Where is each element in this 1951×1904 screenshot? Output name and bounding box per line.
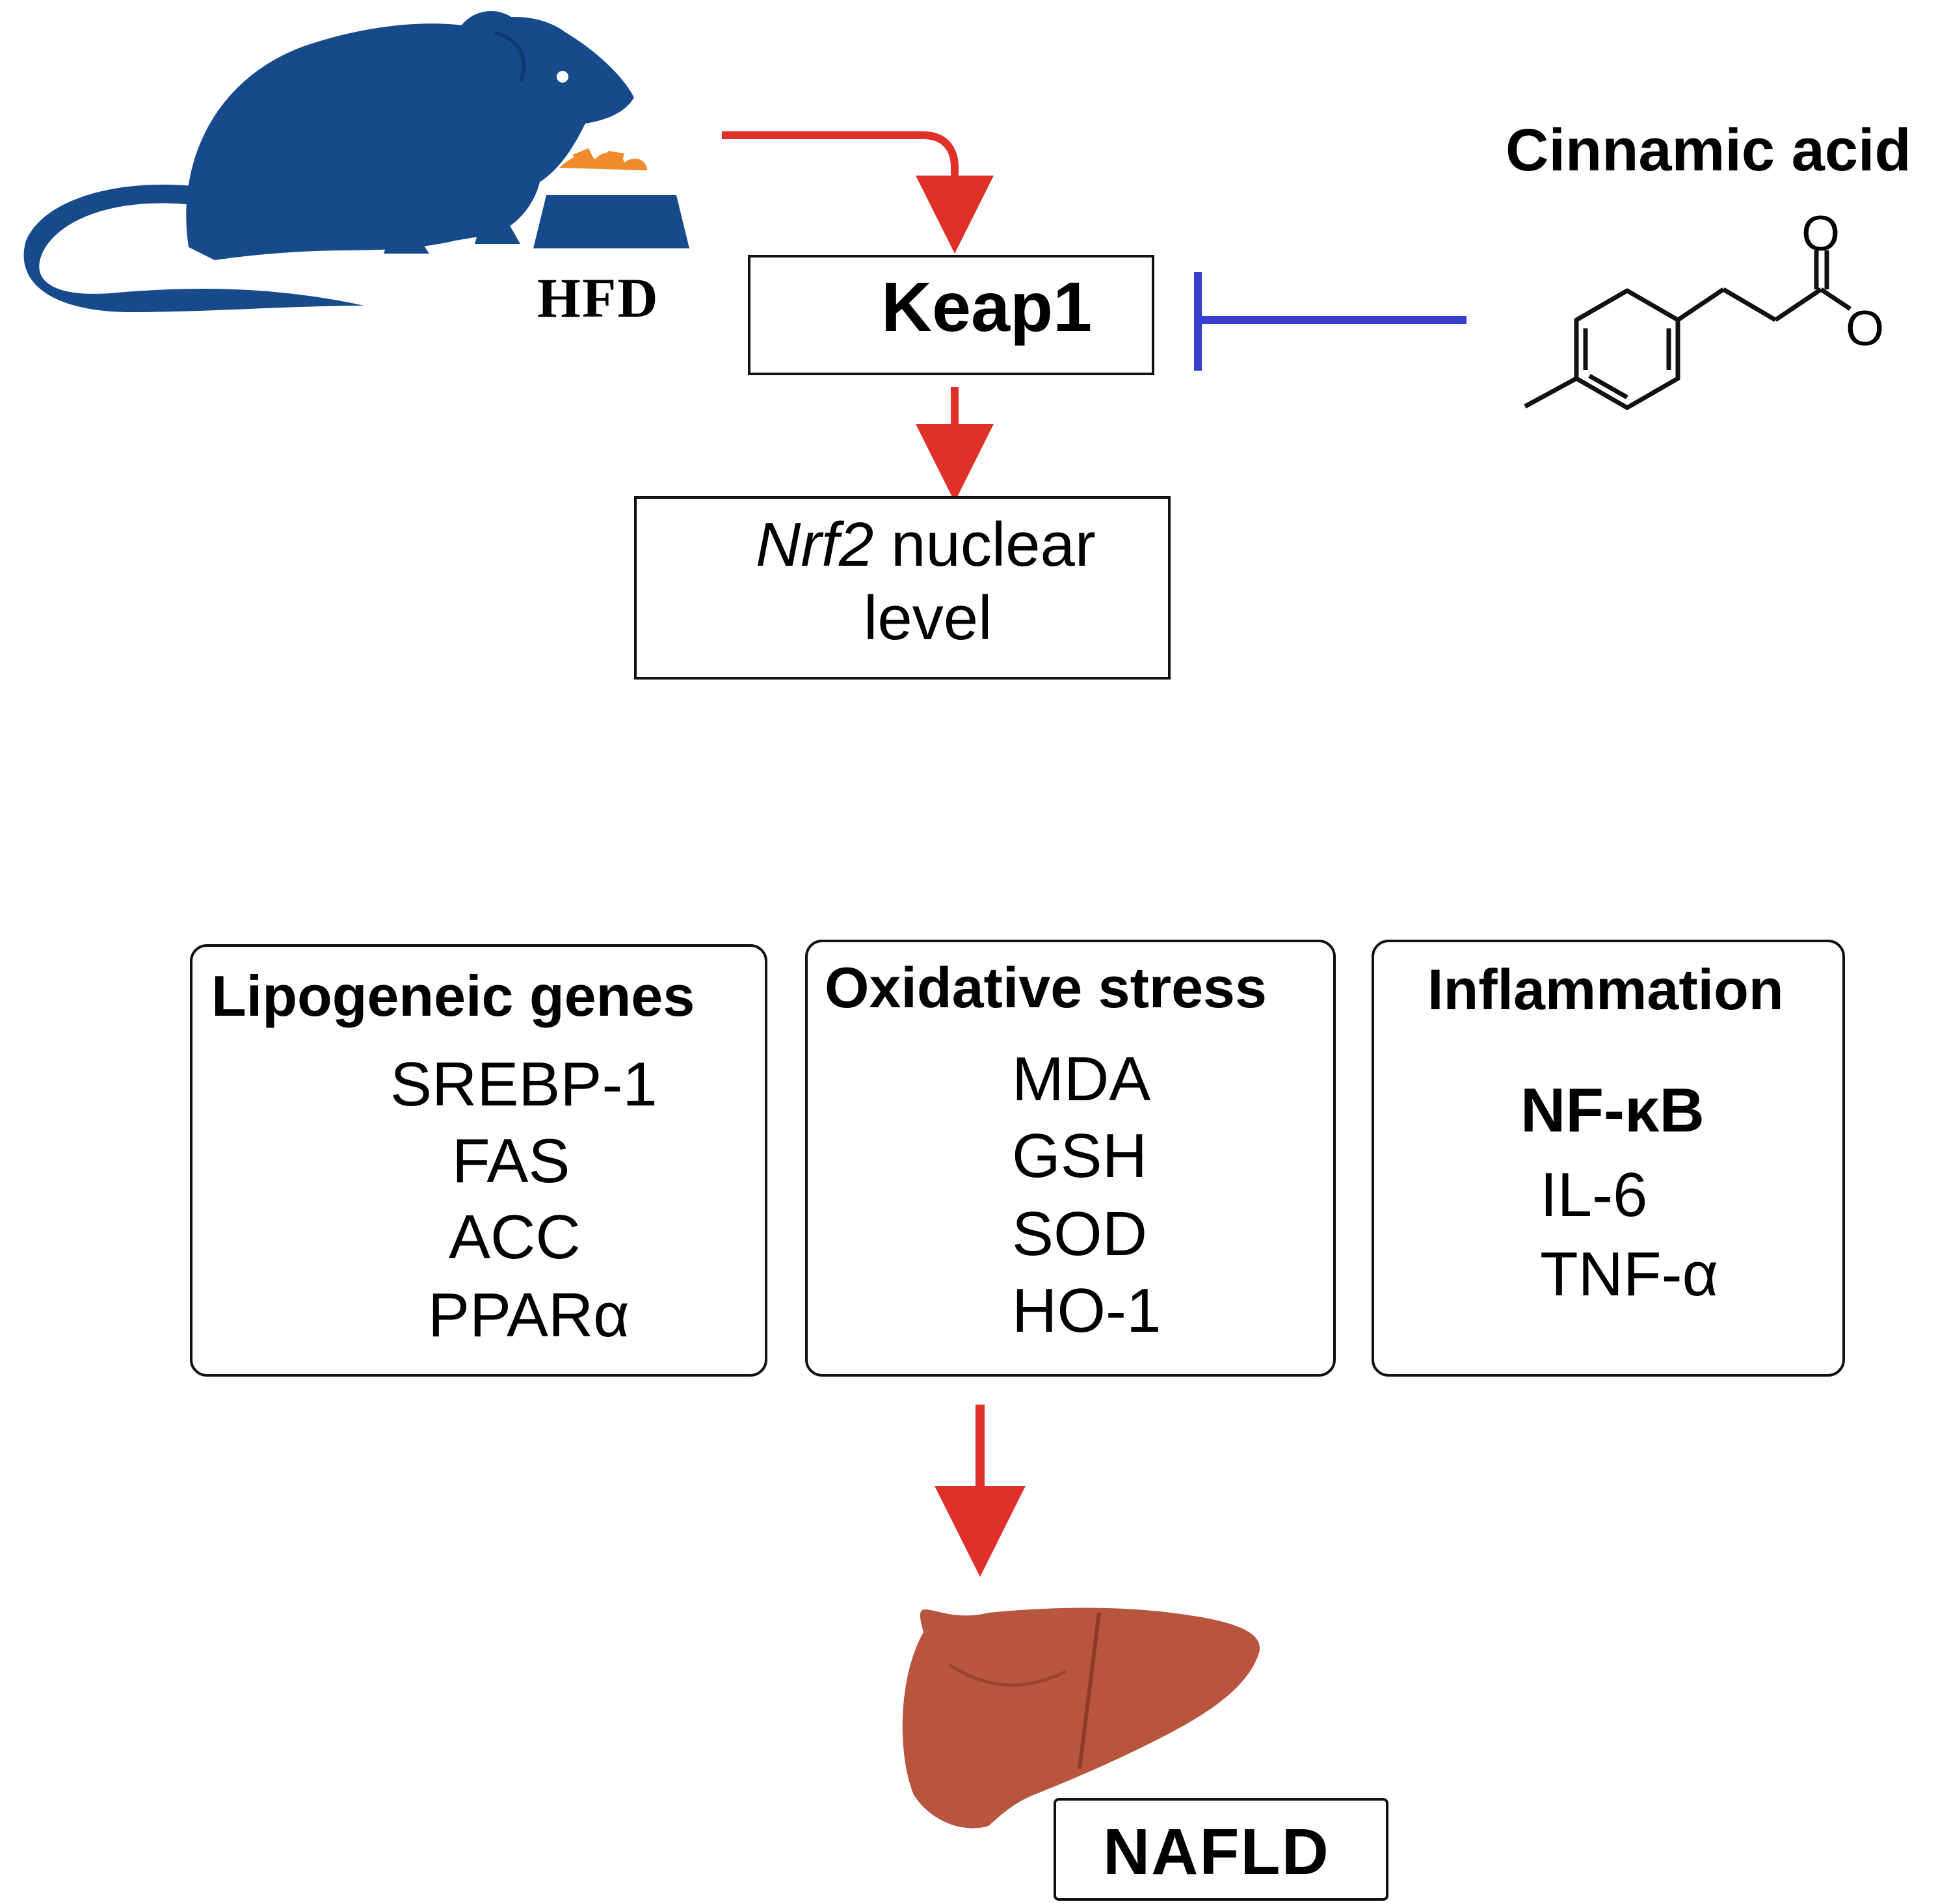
nrf2-label-line1: Nrf2 nuclear [756, 514, 1096, 576]
keap1-label: Keap1 [881, 267, 1093, 346]
infl-item-nfkb: NF-κB [1520, 1076, 1705, 1145]
cinnamic-acid-structure [1524, 250, 1851, 410]
panel-lipogeneic-title: Lipogeneic genes [211, 964, 695, 1028]
keap1-box [748, 255, 1154, 375]
lipo-item-ppara: PPARα [428, 1280, 630, 1350]
hfd-label: HFD [537, 267, 659, 329]
infl-item-il6: IL-6 [1540, 1160, 1648, 1230]
hydroxyl-oxygen: O [1846, 301, 1885, 356]
ox-item-ho1: HO-1 [1012, 1276, 1161, 1345]
panel-inflammation [1372, 940, 1845, 1377]
lipo-item-acc: ACC [449, 1202, 581, 1272]
panel-oxidative [805, 940, 1336, 1377]
ox-item-sod: SOD [1012, 1199, 1148, 1269]
compound-name: Cinnamic acid [1506, 117, 1911, 183]
ox-item-mda: MDA [1012, 1044, 1151, 1114]
panel-lipogeneic [190, 944, 767, 1377]
nrf2-gene: Nrf2 [756, 510, 874, 579]
inhibition-line [1194, 272, 1467, 371]
hfd-to-keap1-arrow [722, 131, 994, 254]
infl-item-tnfa: TNF-α [1540, 1239, 1719, 1309]
lipo-item-srebp1: SREBP-1 [390, 1050, 657, 1119]
lipo-item-fas: FAS [452, 1126, 570, 1196]
liver-icon [902, 1607, 1260, 1829]
nrf2-label-line2: level [864, 583, 992, 653]
nrf2-box [634, 496, 1171, 680]
ox-item-gsh: GSH [1012, 1121, 1148, 1191]
food-bowl-icon [533, 148, 689, 248]
nafld-box [1054, 1798, 1388, 1901]
panel-inflammation-title: Inflammation [1427, 957, 1784, 1022]
carbonyl-oxygen: O [1801, 206, 1840, 261]
nrf2-rest: nuclear [873, 510, 1096, 579]
panel-oxidative-title: Oxidative stress [825, 955, 1267, 1020]
outcome-label: NAFLD [1103, 1816, 1330, 1888]
